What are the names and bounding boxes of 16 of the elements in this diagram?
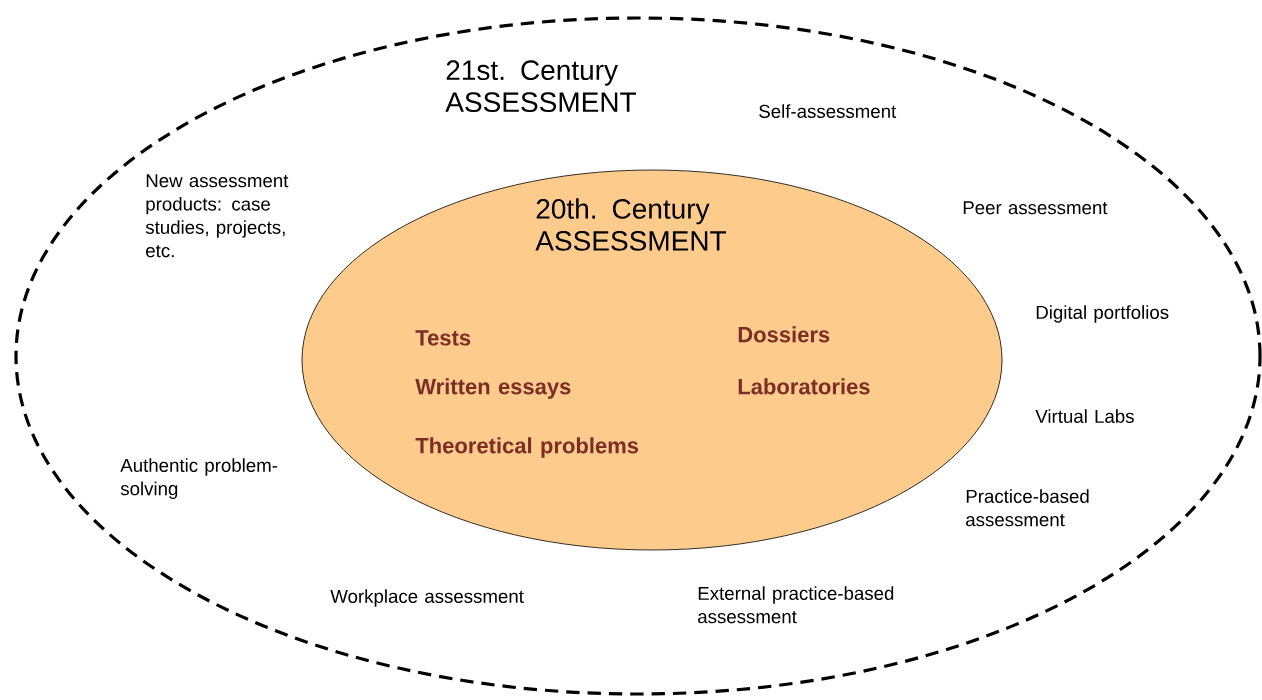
label-text: Authentic problem-solving xyxy=(120,458,278,499)
label-text: External practice-based assessment xyxy=(698,586,894,624)
heading: 20th. Century ASSESSMENT xyxy=(535,198,726,251)
label-text: Digital portfolios xyxy=(1036,305,1169,323)
list-item: Dossiers xyxy=(738,326,830,343)
label-text: Practice-based assessment xyxy=(966,489,1089,527)
list-item: Tests xyxy=(415,330,471,346)
list-item: Written essays xyxy=(415,378,571,399)
label-text: New assessment products: case studies, projects, etc. xyxy=(145,174,289,258)
list-item: Theoretical problems xyxy=(415,437,639,458)
label-text: Workplace assessment xyxy=(330,589,524,607)
label-text: Self-assessment xyxy=(759,104,897,118)
heading: 21st. Century ASSESSMENT xyxy=(445,60,636,113)
label-text: Virtual Labs xyxy=(1035,409,1134,423)
label-text: Peer assessment xyxy=(963,201,1108,215)
list-item: Laboratories xyxy=(738,378,870,395)
